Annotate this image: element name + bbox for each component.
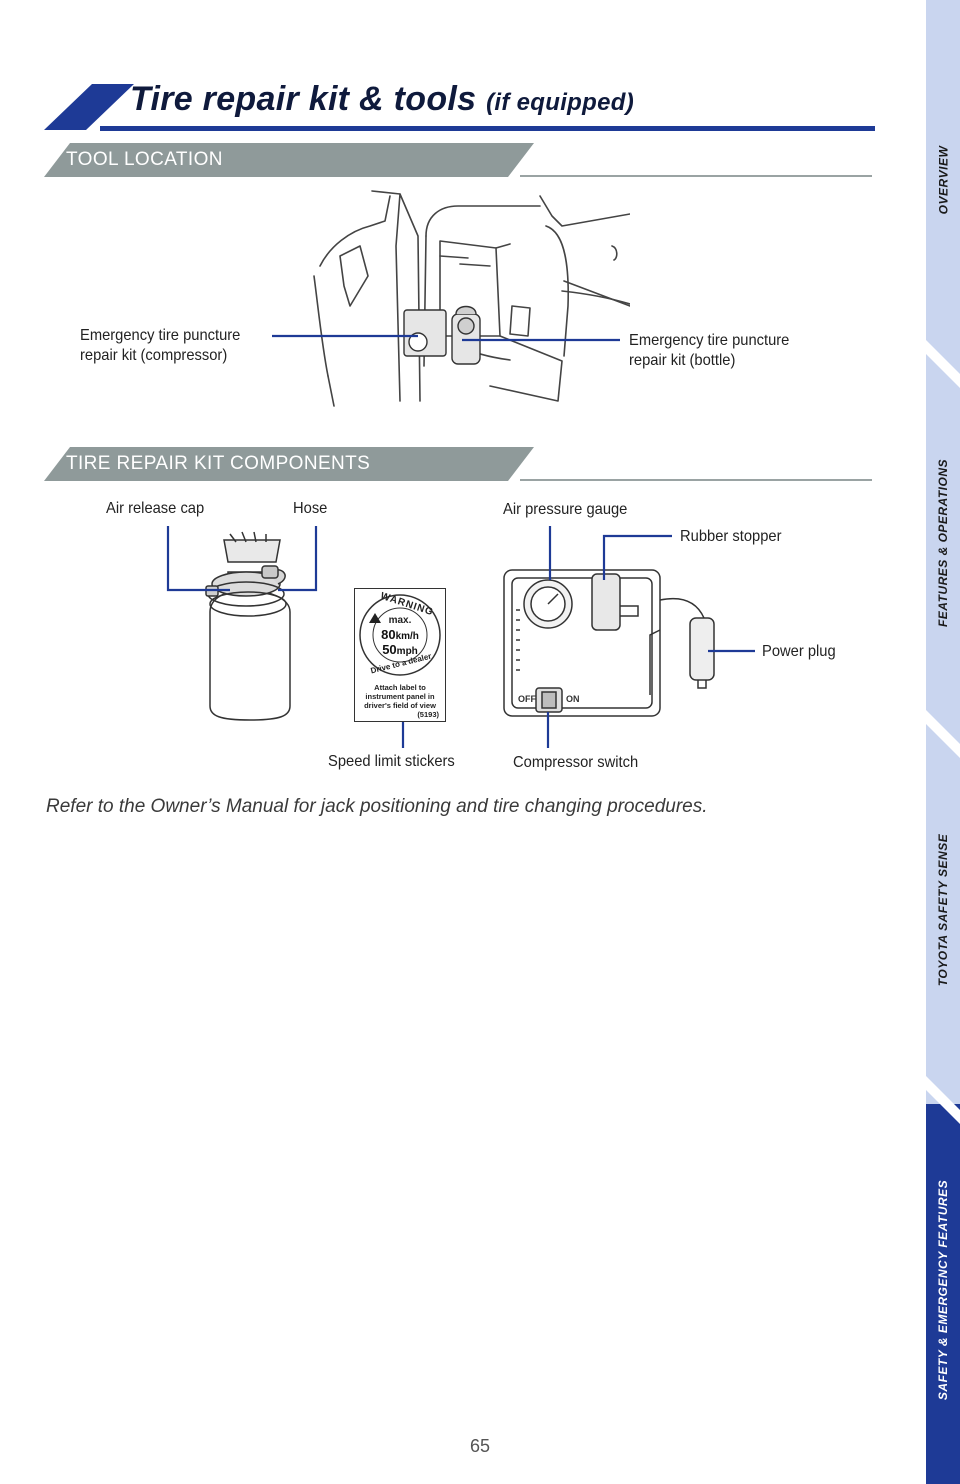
title-accent — [44, 84, 134, 130]
side-tab-safety-label: SAFETY & EMERGENCY FEATURES — [936, 1179, 951, 1401]
page-number: 65 — [469, 1436, 491, 1456]
section-title-tool-location: TOOL LOCATION — [66, 149, 223, 170]
bottle-location-label: Emergency tire puncture repair kit (bott… — [629, 331, 789, 371]
sticker-mph-value: 50 — [382, 642, 397, 657]
sealant-bottle-illustration — [205, 531, 291, 721]
page-title: Tire repair kit & tools (if equipped) — [130, 80, 634, 119]
sticker-code: (5193) — [417, 710, 439, 719]
side-tab-features-label: FEATURES & OPERATIONS — [936, 458, 951, 628]
side-tab-safety[interactable]: SAFETY & EMERGENCY FEATURES — [926, 1120, 960, 1460]
sticker-max: max. — [388, 615, 412, 626]
sticker-kmh-value: 80 — [381, 627, 396, 642]
section-band-components — [44, 447, 534, 481]
hose-label: Hose — [293, 500, 328, 517]
side-tab-features[interactable]: FEATURES & OPERATIONS — [926, 378, 960, 708]
side-tab-overview[interactable]: OVERVIEW — [926, 20, 960, 340]
title-rule — [100, 126, 875, 131]
side-tab-tss-label: TOYOTA SAFETY SENSE — [936, 833, 951, 987]
bottle-label-line2: repair kit (bottle) — [629, 352, 736, 369]
compressor-illustration — [503, 569, 715, 717]
section-band-tool-location — [44, 143, 534, 177]
side-tab-overview-label: OVERVIEW — [936, 145, 950, 215]
switch-on-label: ON — [566, 694, 580, 704]
sticker-attach-text: Attach label to instrument panel in driv… — [355, 683, 445, 719]
section-rule — [520, 479, 872, 481]
title-sub: (if equipped) — [486, 89, 635, 116]
sticker-attach-line2: instrument panel in — [365, 692, 435, 701]
speed-limit-stickers-label: Speed limit stickers — [328, 753, 455, 770]
sticker-attach-line1: Attach label to — [374, 683, 426, 692]
side-tab-active-bg — [926, 1104, 960, 1484]
title-main: Tire repair kit & tools — [130, 80, 477, 118]
sticker-badge — [359, 594, 441, 676]
switch-off-label: OFF — [518, 694, 536, 704]
footnote-caption: Refer to the Owner’s Manual for jack pos… — [46, 796, 708, 817]
compressor-switch-label: Compressor switch — [513, 754, 639, 771]
air-release-cap-label: Air release cap — [106, 500, 205, 517]
sticker-mph: 50mph — [355, 642, 445, 657]
section-title-components: TIRE REPAIR KIT COMPONENTS — [66, 453, 371, 474]
sticker-kmh: 80km/h — [355, 627, 445, 642]
sticker-kmh-unit: km/h — [395, 631, 419, 642]
cargo-area-illustration — [313, 190, 630, 407]
compressor-label-line2: repair kit (compressor) — [80, 347, 228, 364]
section-rule — [520, 175, 872, 177]
bottle-label-line1: Emergency tire puncture — [629, 332, 790, 349]
side-tab-tss[interactable]: TOYOTA SAFETY SENSE — [926, 750, 960, 1070]
sticker-mph-unit: mph — [396, 646, 418, 657]
air-pressure-gauge-label: Air pressure gauge — [503, 501, 628, 518]
power-plug-label: Power plug — [762, 643, 836, 660]
compressor-label-line1: Emergency tire puncture — [80, 327, 241, 344]
rubber-stopper-label: Rubber stopper — [680, 528, 782, 545]
side-nav-separators — [926, 340, 960, 1124]
speed-limit-sticker: WARNING max. 80km/h 50mph Drive to a dea… — [354, 588, 446, 722]
sticker-attach-line3: driver's field of view — [364, 701, 436, 710]
compressor-location-label: Emergency tire puncture repair kit (comp… — [80, 326, 240, 366]
